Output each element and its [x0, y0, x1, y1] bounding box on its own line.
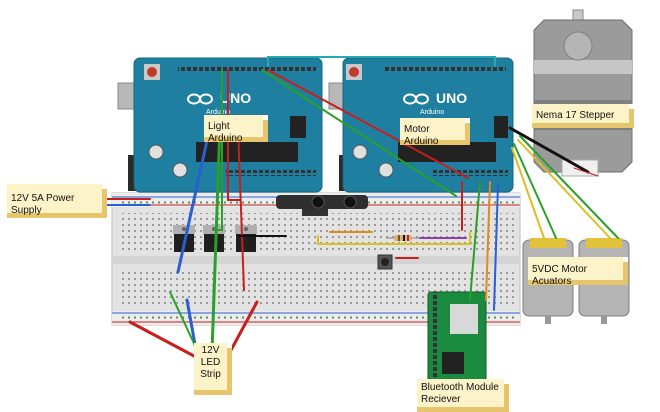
- dc-actuators-label: 5VDC Motor Acuators: [528, 257, 628, 287]
- resistor: [386, 235, 420, 241]
- mosfet: [235, 225, 257, 252]
- uno-mark-motor: UNO: [436, 90, 467, 106]
- bluetooth-module: [427, 291, 487, 403]
- stepper-motor: [533, 9, 633, 177]
- bluetooth-line-1: Bluetooth Module: [421, 382, 499, 393]
- arduino-logo-icon: [403, 93, 429, 105]
- bluetooth-label: Bluetooth Module Reciever: [417, 379, 509, 412]
- light-arduino-label: Light Arduino: [204, 115, 268, 144]
- stepper-label: Nema 17 Stepper: [532, 104, 634, 128]
- ir-distance-sensor: [276, 195, 368, 216]
- push-button: [377, 254, 393, 270]
- led-strip-line-2: LED: [200, 357, 221, 368]
- bluetooth-line-2: Reciever: [421, 394, 461, 405]
- brand-mark-motor: Arduino: [420, 109, 444, 116]
- wires: [105, 56, 619, 358]
- uno-mark-light: UNO: [220, 90, 251, 106]
- power-supply-label: 12V 5A Power Supply: [7, 184, 107, 218]
- led-strip-line-1: 12V: [201, 345, 220, 356]
- motor-arduino-label: Motor Arduino: [400, 118, 470, 147]
- arduino-logo-icon: [187, 93, 213, 105]
- brand-mark-light: Arduino: [206, 109, 230, 116]
- led-strip-line-3: Strip: [200, 369, 221, 380]
- led-strip-label: 12V LED Strip: [194, 343, 232, 395]
